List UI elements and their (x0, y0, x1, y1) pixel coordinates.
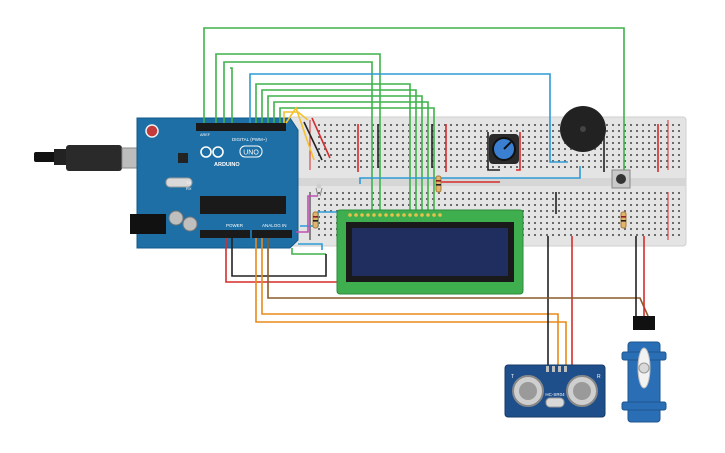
ultrasonic-transmitter (512, 375, 544, 407)
brand-label: ARDUINO (214, 162, 240, 168)
reset-button[interactable] (145, 124, 159, 138)
wire-orange-trig (255, 238, 567, 368)
tx-label: TX (186, 180, 191, 185)
lcd-display[interactable] (336, 209, 524, 295)
ultrasonic-sensor[interactable]: T R HC-SR04 (504, 364, 606, 418)
wire-red-5v (225, 238, 346, 283)
led (315, 183, 323, 197)
wire-green-lcd (273, 101, 429, 212)
wire-orange-echo (261, 238, 559, 368)
resistor[interactable] (435, 175, 442, 193)
resistor[interactable] (620, 211, 627, 229)
ultrasonic-receiver (566, 375, 598, 407)
pushbutton[interactable] (611, 169, 631, 189)
usb-chip (178, 153, 188, 163)
servo-connector (633, 316, 655, 330)
wire-green-button (203, 27, 625, 176)
ultrasonic-pins (546, 366, 567, 372)
crystal (165, 177, 193, 188)
wire-yellow (283, 111, 309, 123)
digital-label: DIGITAL (PWM~) (232, 137, 267, 142)
ultrasonic-model-label: HC-SR04 (545, 392, 565, 397)
wire-green-lcd (223, 61, 373, 212)
ultrasonic-r-label: R (597, 374, 601, 380)
lcd-pin-header (348, 213, 442, 217)
model-label: UNO (243, 150, 259, 157)
analog-label: ANALOG IN (262, 223, 287, 228)
power-header (200, 230, 250, 238)
power-label: POWER (226, 223, 244, 228)
wire-green-lcd (255, 83, 411, 212)
servo-horn-icon (637, 347, 651, 389)
atmega-chip (200, 196, 286, 214)
arduino-logo-icon (200, 146, 224, 158)
usb-cable (34, 145, 151, 171)
wire-green-lcd (279, 107, 435, 212)
rx-label: RX (186, 186, 192, 191)
piezo-buzzer[interactable] (560, 106, 606, 152)
wire-green-lcd (215, 53, 381, 212)
power-jack (130, 214, 166, 234)
ultrasonic-t-label: T (511, 374, 514, 380)
capacitor (182, 216, 198, 232)
wire-blue-buzzer (249, 73, 568, 163)
wires (203, 27, 659, 368)
arduino-uno-board[interactable]: ARDUINO UNO DIGITAL (PWM~) AREF TX RX PO… (130, 117, 299, 249)
analog-header (252, 230, 292, 238)
capacitor (168, 210, 184, 226)
servo-motor[interactable] (621, 316, 667, 423)
wire-green-lcd (267, 95, 423, 212)
lcd-screen (352, 228, 508, 276)
digital-header (196, 123, 286, 131)
aref-label: AREF (200, 133, 211, 137)
wire-green-lcd (261, 89, 417, 212)
wire-blue-pot (359, 166, 581, 184)
resistor[interactable] (312, 211, 319, 229)
potentiometer[interactable] (489, 134, 519, 164)
ultrasonic-crystal (545, 397, 565, 408)
wire-black-gnd (231, 238, 327, 277)
